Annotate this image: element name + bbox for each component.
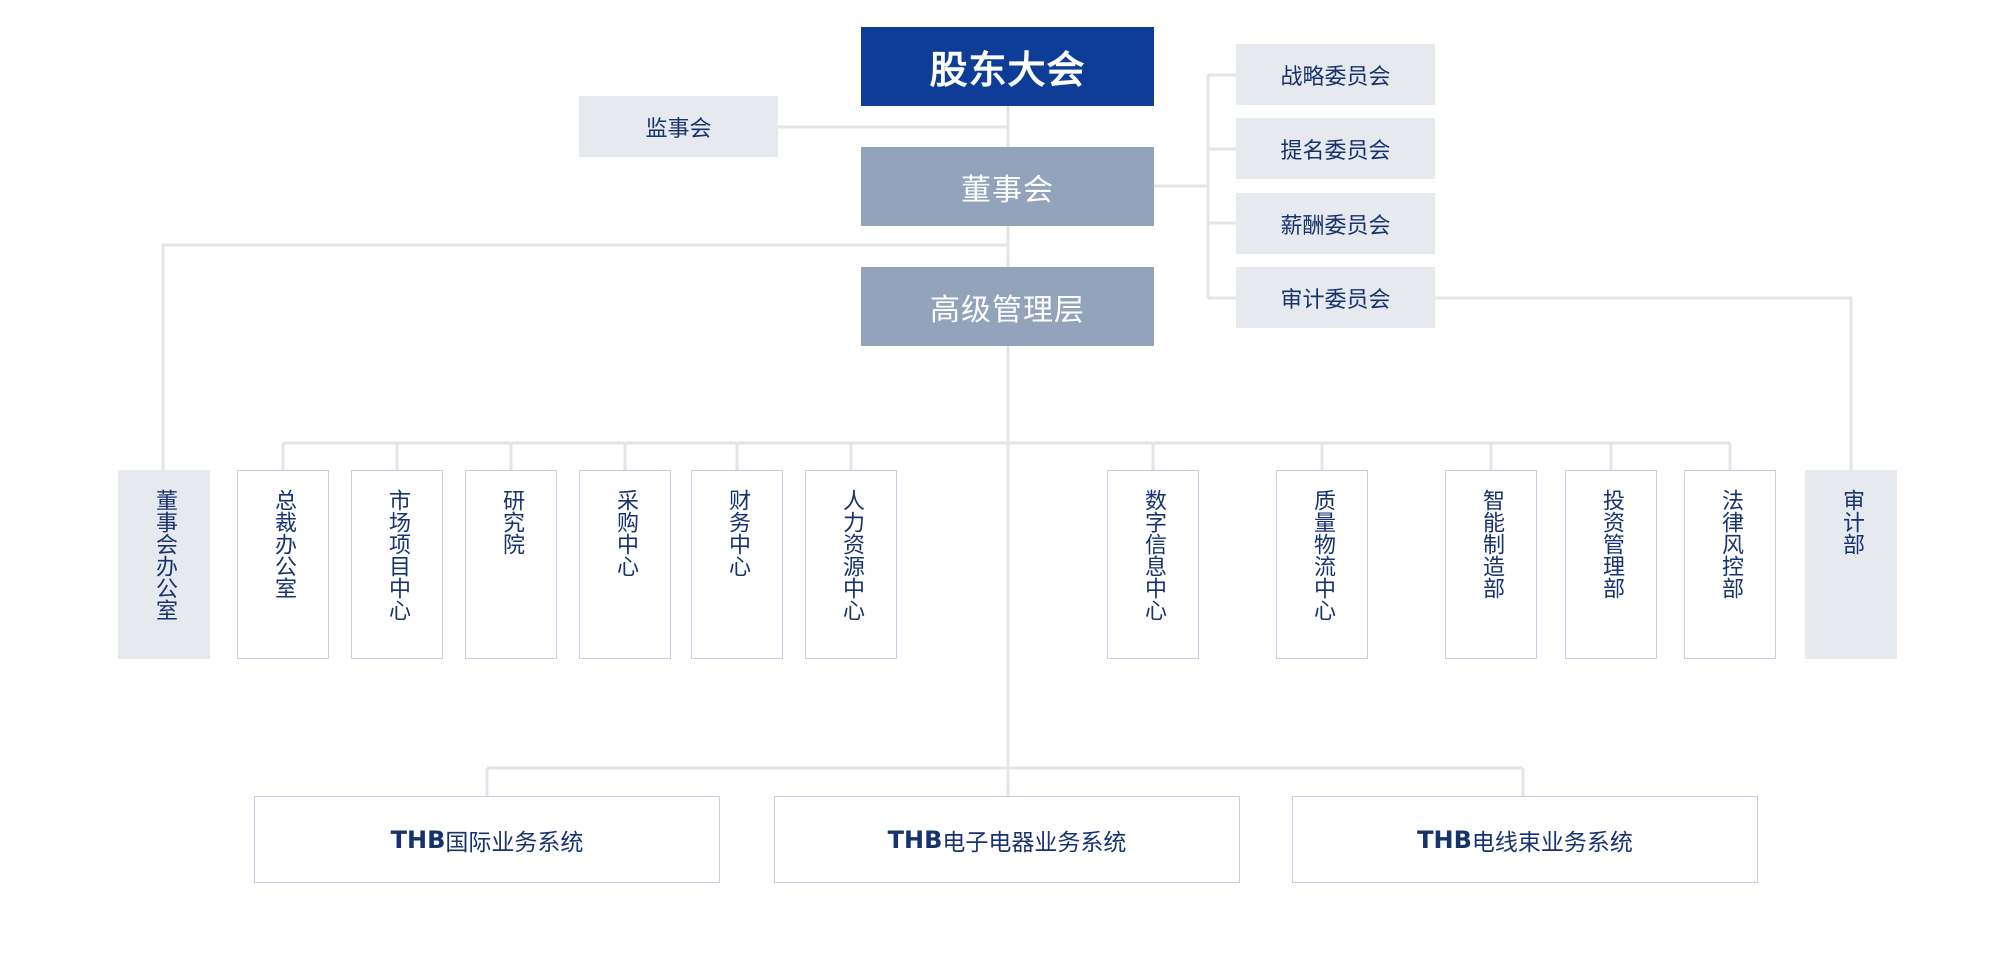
board-of-directors-box: 董事会 (861, 147, 1154, 226)
dept-audit: 审计部 (1805, 470, 1897, 659)
dept-investment-management: 投资管理部 (1565, 470, 1657, 659)
dept-label: 数字信息中心 (1141, 489, 1166, 621)
compensation-committee-box: 薪酬委员会 (1236, 193, 1435, 254)
supervisory-board-box: 监事会 (579, 96, 778, 157)
dept-label: 法律风控部 (1718, 489, 1743, 599)
dept-label: 质量物流中心 (1310, 489, 1335, 621)
compensation-committee-label: 薪酬委员会 (1280, 213, 1391, 239)
board-of-directors-label: 董事会 (961, 172, 1054, 208)
dept-label: 财务中心 (725, 489, 750, 577)
supervisory-board-label: 监事会 (645, 116, 712, 142)
dept-president-office: 总裁办公室 (237, 470, 329, 659)
nomination-committee-box: 提名委员会 (1236, 118, 1435, 179)
shareholders-meeting-label: 股东大会 (929, 48, 1086, 92)
dept-label: 投资管理部 (1599, 489, 1624, 599)
dept-quality-logistics-center: 质量物流中心 (1276, 470, 1368, 659)
dept-digital-info-center: 数字信息中心 (1107, 470, 1199, 659)
audit-connector (1435, 296, 1853, 470)
dept-marketing-project-center: 市场项目中心 (351, 470, 443, 659)
dept-procurement-center: 采购中心 (579, 470, 671, 659)
system-name: 国际业务系统 (445, 829, 584, 856)
audit-committee-label: 审计委员会 (1280, 287, 1391, 313)
strategy-committee-box: 战略委员会 (1236, 44, 1435, 105)
dept-label: 董事会办公室 (152, 489, 177, 621)
dept-hr-center: 人力资源中心 (805, 470, 897, 659)
dept-label: 审计部 (1839, 489, 1864, 555)
dept-label: 智能制造部 (1479, 489, 1504, 599)
dept-label: 采购中心 (613, 489, 638, 577)
senior-management-label: 高级管理层 (930, 292, 1085, 328)
dept-label: 市场项目中心 (385, 489, 410, 621)
nomination-committee-label: 提名委员会 (1280, 138, 1391, 164)
dept-smart-manufacturing: 智能制造部 (1445, 470, 1537, 659)
dept-finance-center: 财务中心 (691, 470, 783, 659)
dept-legal-risk-control: 法律风控部 (1684, 470, 1776, 659)
dept-label: 总裁办公室 (271, 489, 296, 599)
dept-label: 人力资源中心 (839, 489, 864, 621)
system-name: 电子电器业务系统 (942, 829, 1127, 856)
strategy-committee-label: 战略委员会 (1280, 64, 1391, 90)
dept-research-institute: 研究院 (465, 470, 557, 659)
audit-committee-box: 审计委员会 (1236, 267, 1435, 328)
system-name: 电线束业务系统 (1471, 829, 1633, 856)
system-brand: THB (390, 825, 446, 854)
shareholders-meeting-box: 股东大会 (861, 27, 1154, 106)
system-brand: THB (1417, 825, 1472, 854)
senior-management-box: 高级管理层 (861, 267, 1154, 346)
dept-board-office: 董事会办公室 (118, 470, 210, 659)
dept-label: 研究院 (499, 489, 524, 555)
system-brand: THB (887, 825, 943, 854)
board-office-connector (161, 243, 1008, 470)
